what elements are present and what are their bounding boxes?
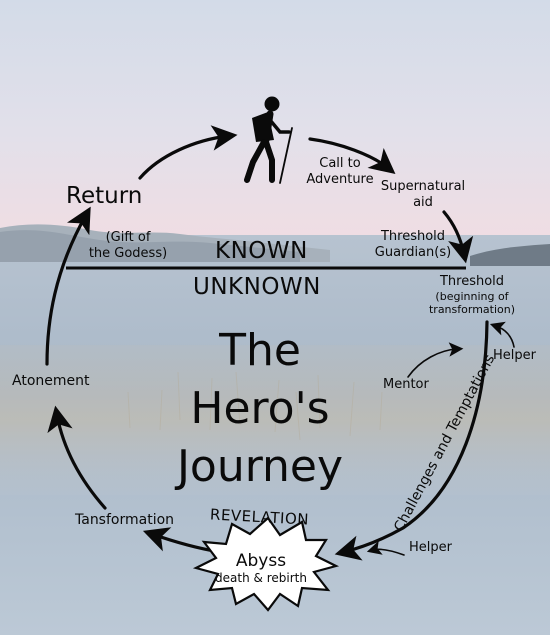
threshold-label: Threshold (beginning of transformation) [414, 274, 530, 316]
supernatural-aid-label: Supernatural aid [368, 179, 478, 210]
title-line-2: Hero's [190, 383, 330, 434]
known-realm-label: KNOWN [215, 238, 308, 264]
hiker-icon [244, 96, 293, 184]
reeds [0, 345, 550, 495]
supernatural-line-2: aid [413, 194, 433, 210]
threshold-line-3: transformation) [428, 302, 516, 316]
arrow-guardian-to-threshold [442, 210, 474, 264]
abyss-line-2: death & rebirth [215, 571, 307, 586]
arrow-hero-to-supernatural-aid [308, 137, 396, 175]
diagram-title: The Hero's Journey [150, 322, 370, 496]
guardian-line-1: Threshold [380, 229, 446, 244]
title-line-3: Journey [176, 441, 344, 492]
helper-top-label: Helper [493, 348, 536, 363]
atonement-label: Atonement [12, 373, 90, 389]
arrow-return-to-hero [138, 125, 238, 180]
helper-bottom-label: Helper [409, 540, 452, 555]
arrow-helper-top [489, 321, 515, 348]
return-label: Return [66, 183, 143, 209]
mentor-label: Mentor [383, 377, 429, 392]
abyss-line-1: Abyss [235, 551, 287, 571]
arrow-mentor [407, 342, 464, 378]
arrow-helper-bottom [366, 540, 405, 556]
guardian-line-2: Guardian(s) [374, 244, 452, 260]
transformation-label: Tansformation [75, 512, 175, 528]
right-shore [470, 244, 550, 266]
gift-line-1: (Gift of [105, 230, 151, 245]
arrow-transformation-to-atonement [47, 405, 107, 510]
gift-of-the-goddess-label: (Gift of the Godess) [80, 230, 176, 261]
call-to-adventure-label: Call to Adventure [286, 156, 394, 187]
gift-line-2: the Godess) [88, 245, 168, 261]
unknown-realm-label: UNKNOWN [193, 274, 321, 300]
threshold-guardian-label: Threshold Guardian(s) [358, 229, 468, 260]
abyss-starburst-icon [192, 516, 340, 612]
abyss-label: Abyss death & rebirth [206, 551, 316, 586]
supernatural-line-1: Supernatural [380, 179, 466, 194]
call-line-1: Call to [319, 156, 361, 171]
title-line-1: The [219, 325, 301, 376]
arrow-threshold-to-abyss [334, 320, 489, 561]
call-line-2: Adventure [306, 171, 374, 187]
arrow-atonement-to-return [45, 206, 91, 366]
threshold-line-1: Threshold [439, 274, 505, 289]
threshold-line-2: (beginning of [435, 289, 509, 303]
